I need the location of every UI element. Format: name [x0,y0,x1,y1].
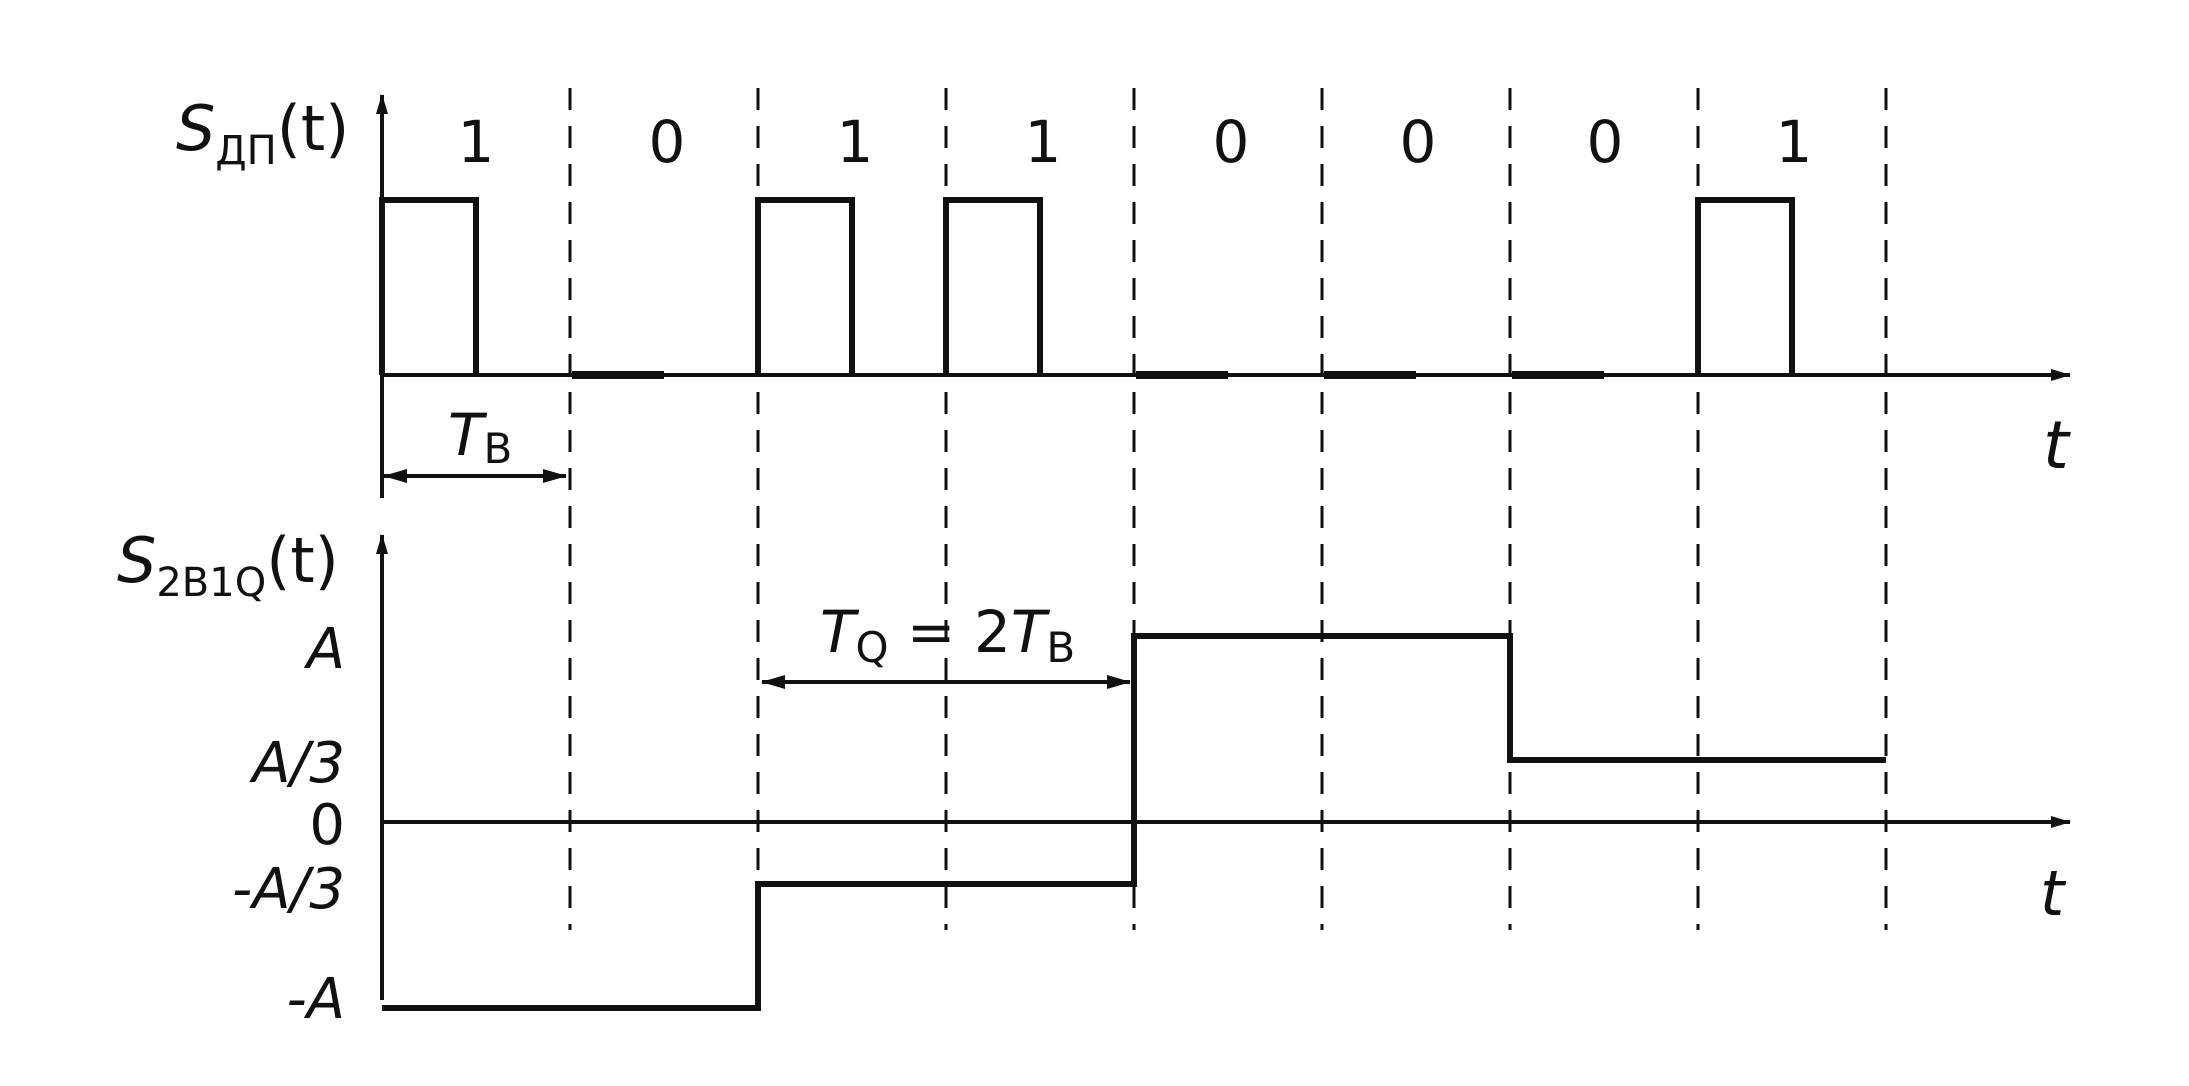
top-time-label: t [2043,407,2071,484]
level-labels: A A/3 0 -A/3 -A [232,617,345,1032]
tq-symbol: T [820,598,860,666]
bottom-waveform [382,633,1886,1011]
tb-symbol: T [448,401,488,469]
bit-period-grid [568,88,1888,930]
bit-label: 0 [1587,108,1624,176]
tb-label: TB [448,401,512,473]
tq-subscript: Q [855,623,888,672]
level-label-neg-a: -A [286,967,345,1032]
bottom-symbol: S [117,524,156,597]
bit-label: 0 [1400,108,1437,176]
tq-rhs-symbol: T [1011,598,1051,666]
bottom-y-axis-label: S2B1Q(t) [117,524,339,606]
tb-subscript: B [483,424,512,473]
bottom-subscript: 2B1Q [156,560,266,606]
level-label-a-third: A/3 [249,731,345,796]
bottom-time-label: t [2040,857,2067,930]
bit-label: 0 [1213,108,1250,176]
bottom-arg: (t) [266,524,339,597]
tq-rhs-subscript: B [1046,623,1075,672]
bit-label: 0 [649,108,686,176]
bit-label: 1 [837,108,874,176]
level-label-zero: 0 [309,793,345,858]
top-symbol: S [176,92,215,165]
bit-label: 1 [1776,108,1813,176]
top-waveform [379,197,1795,375]
top-arg: (t) [277,92,350,165]
bit-label: 1 [458,108,495,176]
tq-equals: = 2 [889,598,1011,666]
bit-label: 1 [1025,108,1062,176]
level-label-a: A [304,617,345,682]
bit-labels: 1 0 1 1 0 0 0 1 [458,108,1813,176]
top-subscript: ДП [215,128,276,174]
top-y-axis-label: SДП(t) [176,92,349,174]
tq-label: TQ = 2TB [820,598,1075,672]
level-label-neg-a-third: -A/3 [232,857,345,922]
